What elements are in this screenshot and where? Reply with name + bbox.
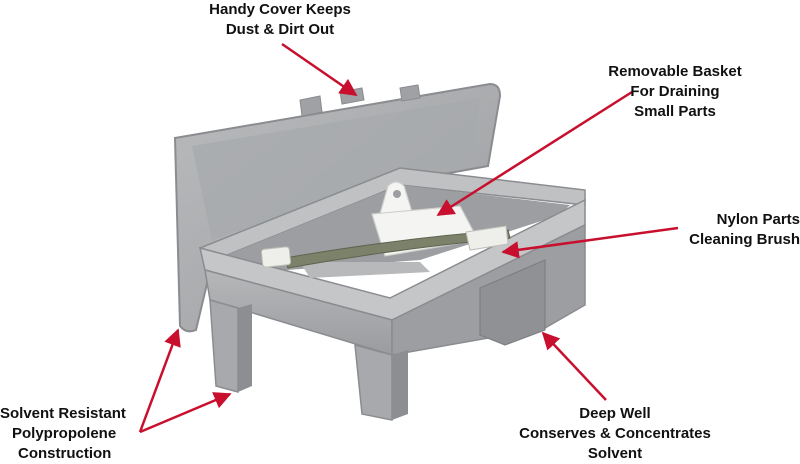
callout-brush-line2: Cleaning Brush	[689, 231, 800, 248]
callout-well-line2: Conserves & Concentrates	[519, 425, 711, 442]
arrow-cover	[281, 42, 358, 97]
callout-material: Solvent Resistant Polypropolene Construc…	[0, 404, 150, 464]
arrow-material-lid	[138, 328, 181, 433]
callout-well-line3: Solvent	[587, 445, 643, 462]
callout-cover: Handy Cover Keeps Dust & Dirt Out	[190, 0, 370, 40]
arrow-well	[541, 331, 607, 401]
callout-well: Deep Well Conserves & Concentrates Solve…	[500, 404, 730, 464]
cleaning-brush	[260, 225, 511, 269]
callout-material-line2: Polypropolene	[12, 425, 117, 442]
callout-basket-line3: Small Parts	[634, 103, 716, 120]
callout-material-line3: Construction	[18, 445, 112, 462]
callout-basket: Removable Basket For Draining Small Part…	[590, 62, 760, 122]
callout-basket-line2: For Draining	[630, 83, 720, 100]
arrow-basket	[436, 90, 633, 217]
callout-brush: Nylon Parts Cleaning Brush	[660, 210, 800, 250]
callout-cover-line1: Handy Cover Keeps	[209, 1, 351, 18]
arrow-brush	[501, 226, 679, 259]
callout-cover-line2: Dust & Dirt Out	[225, 21, 335, 38]
callout-material-line1: Solvent Resistant	[0, 405, 126, 422]
arrow-material-leg	[139, 392, 232, 434]
callout-basket-line1: Removable Basket	[608, 63, 742, 80]
callout-well-line1: Deep Well	[579, 405, 651, 422]
callout-brush-line1: Nylon Parts	[716, 211, 800, 228]
